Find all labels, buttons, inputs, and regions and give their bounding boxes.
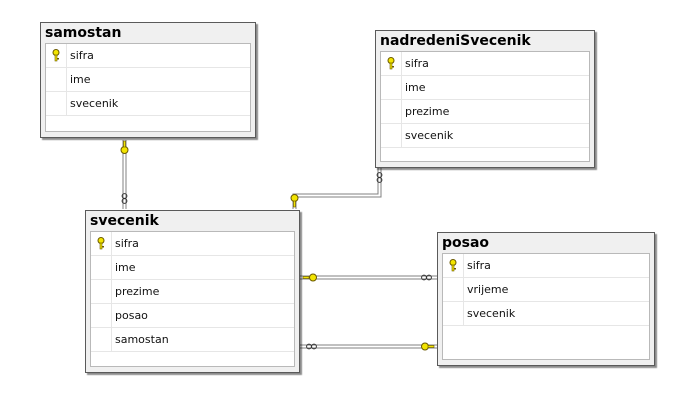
column-name: sifra xyxy=(115,237,139,250)
relationship-one-end-key-icon xyxy=(421,342,435,351)
table-columns: sifra vrijeme svecenik xyxy=(442,253,650,360)
key-icon xyxy=(387,57,395,70)
table-title: svecenik xyxy=(90,213,159,229)
column-name: prezime xyxy=(115,285,160,298)
relationship-one-end-key-icon xyxy=(290,194,299,208)
key-icon xyxy=(52,49,60,62)
column-name: prezime xyxy=(405,105,450,118)
column-name: posao xyxy=(115,309,148,322)
relationship-many-end-infinity-icon xyxy=(306,343,317,350)
relationship-many-end-infinity-icon xyxy=(421,274,432,281)
column-name: svecenik xyxy=(467,307,516,320)
column-row[interactable]: sifra xyxy=(46,44,250,68)
table-svecenik[interactable]: svecenik sifra ime prezime posao samosta… xyxy=(85,210,300,373)
column-row[interactable]: prezime xyxy=(91,280,294,304)
key-icon xyxy=(97,237,105,250)
column-row[interactable]: ime xyxy=(46,68,250,92)
table-title: posao xyxy=(442,235,490,251)
table-columns: sifra ime prezime svecenik xyxy=(380,51,590,162)
column-name: vrijeme xyxy=(467,283,509,296)
column-name: ime xyxy=(70,73,91,86)
column-row[interactable]: vrijeme xyxy=(443,278,649,302)
column-name: ime xyxy=(115,261,136,274)
column-name: samostan xyxy=(115,333,169,346)
table-nadredeni-svecenik[interactable]: nadredeniSvecenik sifra ime prezime svec… xyxy=(375,30,595,168)
column-row[interactable]: samostan xyxy=(91,328,294,352)
column-name: svecenik xyxy=(70,97,119,110)
column-row[interactable]: svecenik xyxy=(381,124,589,148)
column-row[interactable]: sifra xyxy=(443,254,649,278)
relationship-one-end-key-icon xyxy=(120,140,129,154)
column-row[interactable]: posao xyxy=(91,304,294,328)
column-row[interactable]: ime xyxy=(381,76,589,100)
key-icon xyxy=(449,259,457,272)
column-row[interactable]: sifra xyxy=(381,52,589,76)
relationship-one-end-key-icon xyxy=(302,273,317,282)
table-posao[interactable]: posao sifra vrijeme svecenik xyxy=(437,232,655,366)
column-row[interactable]: ime xyxy=(91,256,294,280)
column-name: sifra xyxy=(467,259,491,272)
table-columns: sifra ime prezime posao samostan xyxy=(90,231,295,367)
relationship-many-end-infinity-icon xyxy=(376,172,383,183)
column-row[interactable]: svecenik xyxy=(443,302,649,326)
column-row[interactable]: sifra xyxy=(91,232,294,256)
relationship-many-end-infinity-icon xyxy=(121,193,128,204)
column-name: svecenik xyxy=(405,129,454,142)
column-row[interactable]: prezime xyxy=(381,100,589,124)
column-name: sifra xyxy=(405,57,429,70)
table-samostan[interactable]: samostan sifra ime svecenik xyxy=(40,22,256,138)
table-columns: sifra ime svecenik xyxy=(45,43,251,132)
table-title: nadredeniSvecenik xyxy=(380,33,531,49)
table-title: samostan xyxy=(45,25,122,41)
column-name: ime xyxy=(405,81,426,94)
column-name: sifra xyxy=(70,49,94,62)
column-row[interactable]: svecenik xyxy=(46,92,250,116)
